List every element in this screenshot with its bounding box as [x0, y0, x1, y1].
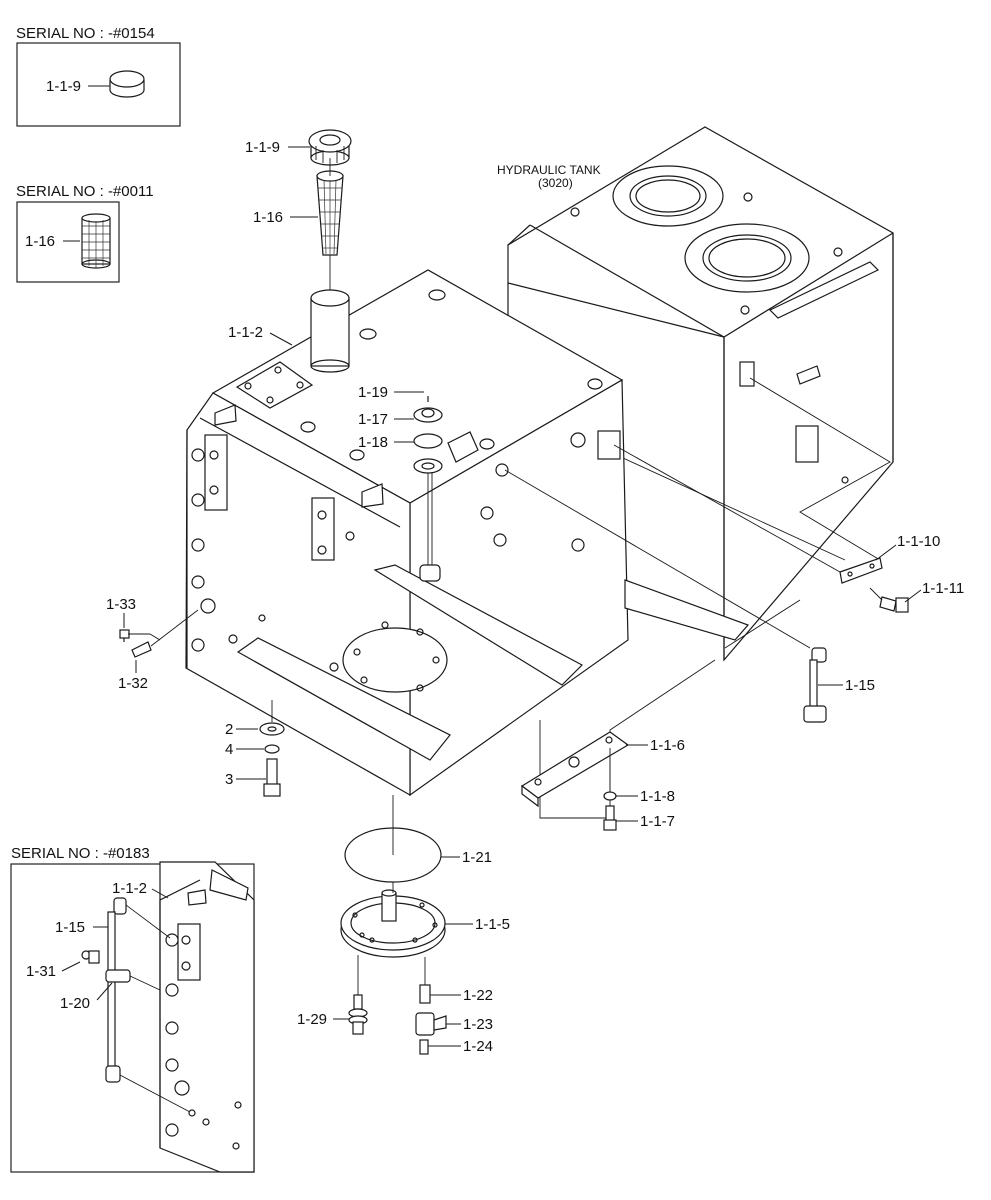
level-gauge-stack: [413, 396, 443, 582]
hydraulic-tank-title: HYDRAULIC TANK: [497, 163, 601, 177]
filler-neck: [310, 289, 350, 373]
callout-1-15: 1-15: [845, 677, 875, 694]
tank-port-lower: [684, 223, 810, 293]
inset-bottom-label-1-15: 1-15: [55, 919, 85, 936]
inset-top-serial: SERIAL NO : -#0154: [16, 25, 155, 42]
inset-bottom-label-1-1-2: 1-1-2: [112, 880, 147, 897]
main-tank-drawing: [185, 269, 750, 797]
callout-1-22: 1-22: [463, 987, 493, 1004]
callout-1-29: 1-29: [297, 1011, 327, 1028]
bracket-1-1-10-icon: [613, 444, 883, 584]
bolt-1-1-7-icon: [603, 805, 617, 831]
callout-1-1-10: 1-1-10: [897, 533, 940, 550]
callout-1-23: 1-23: [463, 1016, 493, 1033]
bracket-1-1-6-icon: [520, 731, 630, 808]
hydraulic-tank-drawing: HYDRAULIC TANK (3020): [497, 126, 894, 819]
cover-1-1-5-icon: [340, 882, 446, 958]
strainer-icon: [316, 158, 344, 290]
valve-1-23-icon: [415, 1012, 447, 1036]
washer-4-icon: [264, 744, 280, 754]
callout-1-33: 1-33: [106, 596, 136, 613]
inset-mid-serial: SERIAL NO : -#0011: [16, 183, 154, 200]
callouts: 1-1-9 1-16 1-1-2 1-19 1-17 1-18 1-33 1-3…: [106, 139, 964, 1055]
callout-2: 2: [225, 721, 233, 738]
callout-1-24: 1-24: [463, 1038, 493, 1055]
callout-1-1-11: 1-1-11: [922, 580, 964, 597]
hydraulic-tank-code: (3020): [538, 176, 573, 190]
fitting-1-32-icon: [128, 609, 199, 658]
level-gauge-1-15-icon: [504, 469, 827, 723]
callout-1-16: 1-16: [253, 209, 283, 226]
inset-bottom-label-1-20: 1-20: [60, 995, 90, 1012]
callout-1-1-2: 1-1-2: [228, 324, 263, 341]
tank-port-upper: [612, 165, 724, 227]
gasket-1-21-icon: [344, 795, 442, 883]
callout-4: 4: [225, 741, 233, 758]
inset-serial-0011: SERIAL NO : -#0011 1-16: [16, 183, 154, 283]
fitting-1-24-icon: [419, 1039, 429, 1055]
callout-1-21: 1-21: [462, 849, 492, 866]
bolt-1-1-11-icon: [869, 587, 909, 613]
inset-serial-0154: SERIAL NO : -#0154 1-1-9: [16, 25, 181, 127]
washer-2-icon: [259, 722, 285, 736]
callout-1-1-6: 1-1-6: [650, 737, 685, 754]
inset-bottom-serial: SERIAL NO : -#0183: [11, 845, 150, 862]
callout-1-1-9: 1-1-9: [245, 139, 280, 156]
callout-3: 3: [225, 771, 233, 788]
drain-plug-1-29-icon: [348, 955, 368, 1035]
callout-1-1-7: 1-1-7: [640, 813, 675, 830]
callout-1-18: 1-18: [358, 434, 388, 451]
bolt-3-icon: [263, 700, 281, 797]
inset-serial-0183: SERIAL NO : -#0183 1-1-2 1-15 1-31 1-20: [10, 845, 255, 1173]
callout-1-17: 1-17: [358, 411, 388, 428]
callout-1-19: 1-19: [358, 384, 388, 401]
bolt-1-33-icon: [119, 629, 130, 642]
callout-1-1-5: 1-1-5: [475, 916, 510, 933]
callout-1-1-8: 1-1-8: [640, 788, 675, 805]
callout-1-32: 1-32: [118, 675, 148, 692]
inset-top-part-label: 1-1-9: [46, 78, 81, 95]
fitting-1-22-icon: [419, 957, 431, 1004]
inset-mid-part-label: 1-16: [25, 233, 55, 250]
strainer-icon: [81, 213, 111, 269]
cap-plug-icon: [109, 70, 145, 98]
inset-bottom-label-1-31: 1-31: [26, 963, 56, 980]
